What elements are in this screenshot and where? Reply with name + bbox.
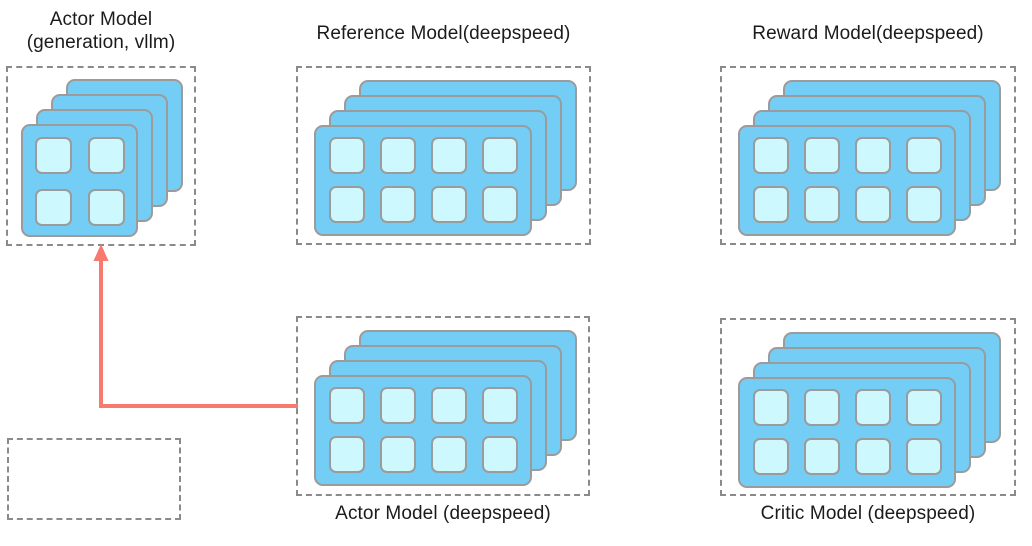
gpu-unit xyxy=(906,438,942,475)
gpu-unit xyxy=(855,186,891,223)
gpu-unit xyxy=(753,438,789,475)
gpu-unit xyxy=(804,186,840,223)
gpu-unit xyxy=(482,436,518,473)
gpu-unit xyxy=(329,387,365,424)
gpu-card-front xyxy=(314,375,532,486)
gpu-unit xyxy=(380,387,416,424)
gpu-card-front xyxy=(738,377,956,488)
gpu-unit xyxy=(431,137,467,174)
gpu-unit xyxy=(431,387,467,424)
gpu-unit xyxy=(380,137,416,174)
actor-generation-title: Actor Model (generation, vllm) xyxy=(0,8,202,54)
gpu-unit xyxy=(804,389,840,426)
reference-model-title: Reference Model(deepspeed) xyxy=(316,23,571,44)
gpu-unit xyxy=(329,137,365,174)
actor-generation-title-line2: (generation, vllm) xyxy=(26,32,176,53)
gpu-unit xyxy=(431,186,467,223)
gpu-unit xyxy=(482,387,518,424)
gpu-unit xyxy=(431,436,467,473)
gpu-unit xyxy=(804,438,840,475)
gpu-unit xyxy=(482,137,518,174)
gpu-unit xyxy=(35,137,72,174)
gpu-unit xyxy=(329,186,365,223)
gpu-unit xyxy=(906,389,942,426)
gpu-unit xyxy=(380,436,416,473)
actor-generation-box xyxy=(6,66,196,246)
reward-model-box xyxy=(720,66,1016,245)
actor-generation-title-line1: Actor Model xyxy=(49,9,153,30)
gpu-unit xyxy=(753,186,789,223)
gpu-unit xyxy=(855,389,891,426)
gpu-unit xyxy=(753,389,789,426)
gpu-unit xyxy=(906,137,942,174)
gpu-unit xyxy=(906,186,942,223)
gpu-unit xyxy=(88,137,125,174)
reward-model-title: Reward Model(deepspeed) xyxy=(752,23,984,44)
gpu-card-front xyxy=(314,125,532,236)
reference-model-box xyxy=(296,66,591,245)
critic-model-box xyxy=(720,318,1016,496)
gpu-unit xyxy=(380,186,416,223)
gpu-unit xyxy=(855,438,891,475)
legend-box: param sync xyxy=(7,438,181,520)
actor-deepspeed-box xyxy=(296,316,590,496)
gpu-unit xyxy=(35,189,72,226)
actor-deepspeed-label: Actor Model (deepspeed) xyxy=(335,503,551,524)
gpu-unit xyxy=(482,186,518,223)
gpu-unit xyxy=(329,436,365,473)
gpu-unit xyxy=(753,137,789,174)
critic-model-label: Critic Model (deepspeed) xyxy=(760,503,976,524)
gpu-card-front xyxy=(21,124,138,237)
gpu-unit xyxy=(88,189,125,226)
gpu-unit xyxy=(855,137,891,174)
gpu-unit xyxy=(804,137,840,174)
gpu-card-front xyxy=(738,125,956,236)
